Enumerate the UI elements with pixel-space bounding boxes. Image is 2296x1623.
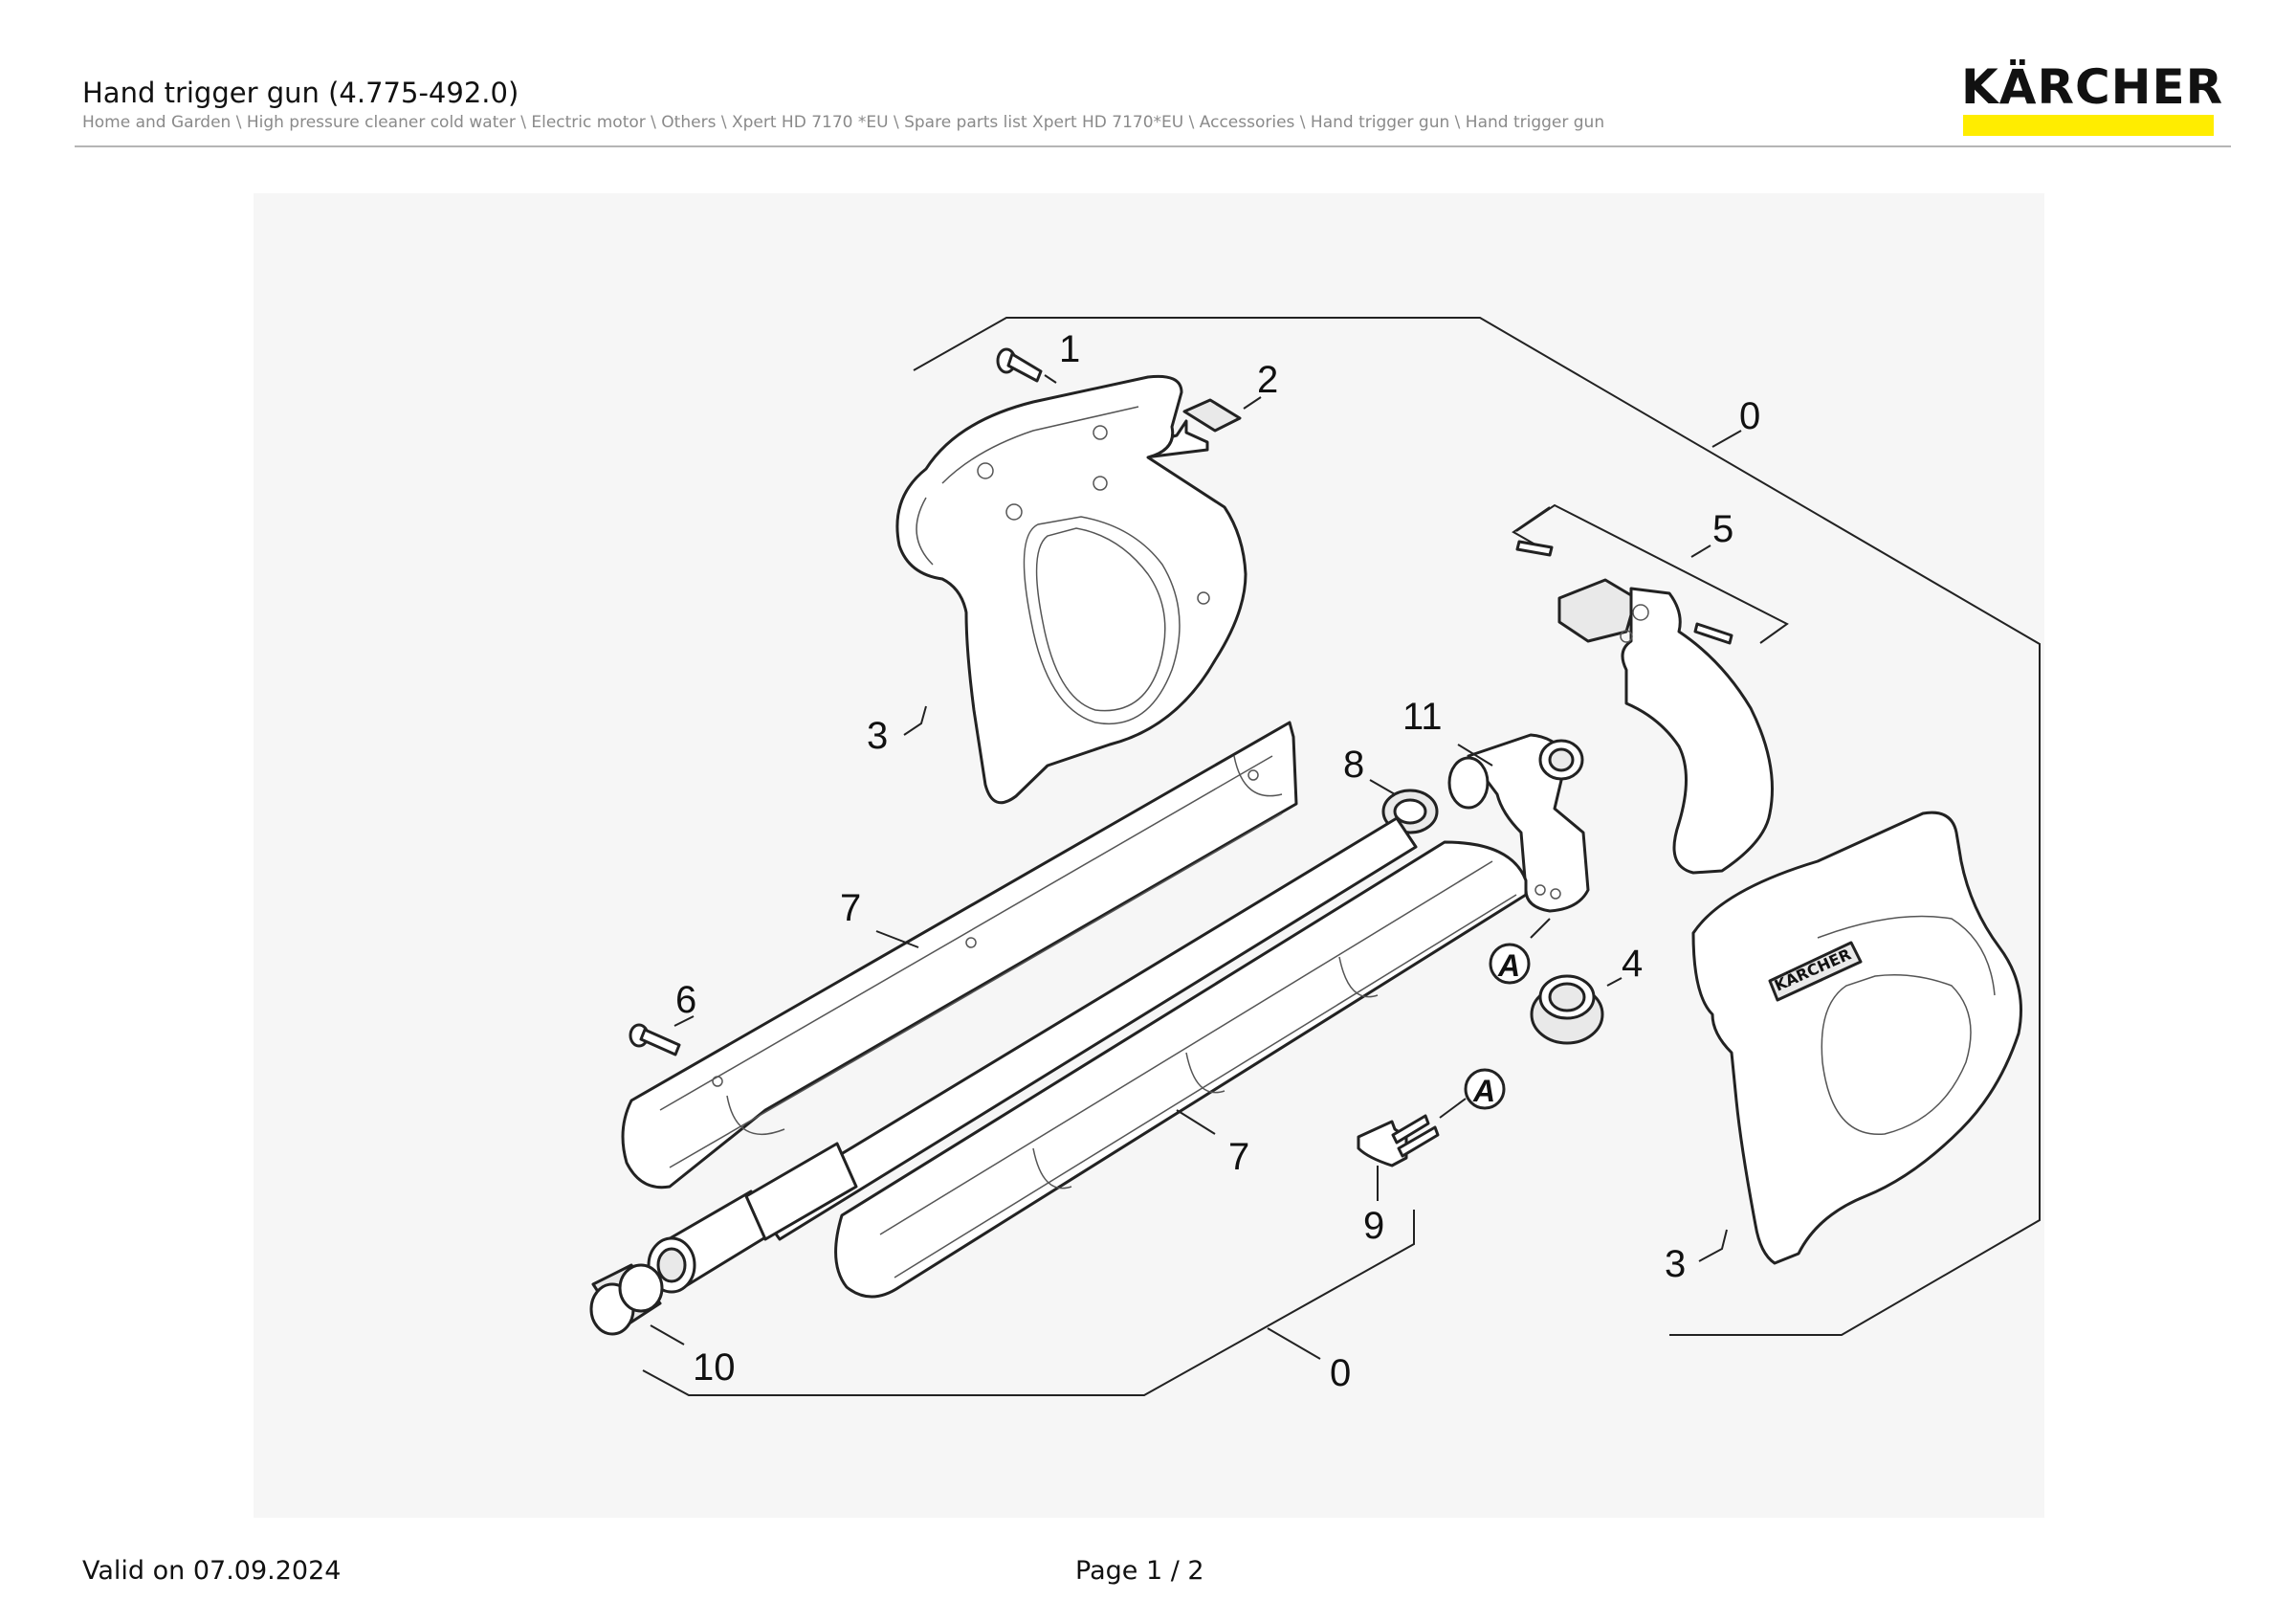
leader-8 xyxy=(1369,779,1396,795)
leader-10 xyxy=(650,1324,685,1345)
clip-part-9 xyxy=(1357,1114,1440,1167)
screw-part-6 xyxy=(629,1023,681,1056)
callout-3-left: 3 xyxy=(867,715,888,757)
callout-11: 11 xyxy=(1402,696,1443,738)
leader-3-right xyxy=(1698,1229,1728,1262)
marker-a-1-circle xyxy=(1489,943,1531,985)
group-outline-top xyxy=(913,317,2041,1336)
marker-a-2-circle xyxy=(1464,1068,1506,1110)
leader-2 xyxy=(1243,396,1262,410)
page-title: Hand trigger gun (4.775-492.0) xyxy=(82,77,519,109)
inner-tube xyxy=(647,816,1418,1294)
callout-3-right: 3 xyxy=(1665,1243,1686,1285)
ring-part-4 xyxy=(1530,974,1604,1045)
cap-part-10 xyxy=(589,1263,664,1336)
callout-8: 8 xyxy=(1343,744,1364,786)
elbow-fitting-part-11 xyxy=(1447,733,1590,913)
callout-5: 5 xyxy=(1712,508,1733,550)
leader-0-bottom xyxy=(1267,1327,1321,1360)
page-number: Page 1 / 2 xyxy=(1075,1556,1204,1586)
karcher-logo-bar xyxy=(1963,115,2214,136)
leader-a-1 xyxy=(1530,918,1551,939)
group-outline-bottom xyxy=(642,1210,1415,1396)
handle-half-left xyxy=(895,374,1247,805)
callout-1: 1 xyxy=(1059,328,1080,370)
exploded-drawing: KÄRCHER 1 2 0 5 3 11 8 7 6 4 A A xyxy=(254,193,2044,1518)
callout-9: 9 xyxy=(1363,1205,1384,1247)
leader-4 xyxy=(1606,977,1623,987)
callout-0-bottom: 0 xyxy=(1330,1352,1351,1394)
karcher-logo: KÄRCHER xyxy=(1961,59,2224,115)
cover-half-part-7-lower xyxy=(834,840,1528,1299)
trigger-part-5 xyxy=(1512,503,1789,875)
leader-6 xyxy=(673,1015,695,1027)
callout-10: 10 xyxy=(693,1346,736,1389)
callout-6: 6 xyxy=(675,979,696,1021)
leader-7-lower xyxy=(1176,1109,1216,1135)
callout-2: 2 xyxy=(1257,359,1278,401)
leader-1 xyxy=(1044,374,1057,384)
leader-5 xyxy=(1690,545,1711,558)
leader-7-upper xyxy=(875,930,919,948)
marker-a-1: A xyxy=(1497,948,1520,983)
screw-part-1 xyxy=(996,347,1043,383)
leader-11 xyxy=(1457,744,1493,767)
cover-rail-part-7-upper xyxy=(621,721,1298,1189)
header-divider xyxy=(75,145,2231,147)
leader-3-left xyxy=(903,705,927,736)
marker-a-2: A xyxy=(1472,1074,1495,1108)
breadcrumb: Home and Garden \ High pressure cleaner … xyxy=(82,113,1605,132)
handle-half-right: KÄRCHER xyxy=(1691,811,2022,1265)
callout-7-upper: 7 xyxy=(840,887,861,929)
callout-0-top: 0 xyxy=(1739,395,1760,437)
leader-a-2 xyxy=(1439,1098,1467,1119)
callout-7-lower: 7 xyxy=(1228,1136,1249,1178)
valid-date: Valid on 07.09.2024 xyxy=(82,1556,342,1586)
callout-4: 4 xyxy=(1622,943,1643,985)
leader-0-top xyxy=(1711,430,1742,448)
